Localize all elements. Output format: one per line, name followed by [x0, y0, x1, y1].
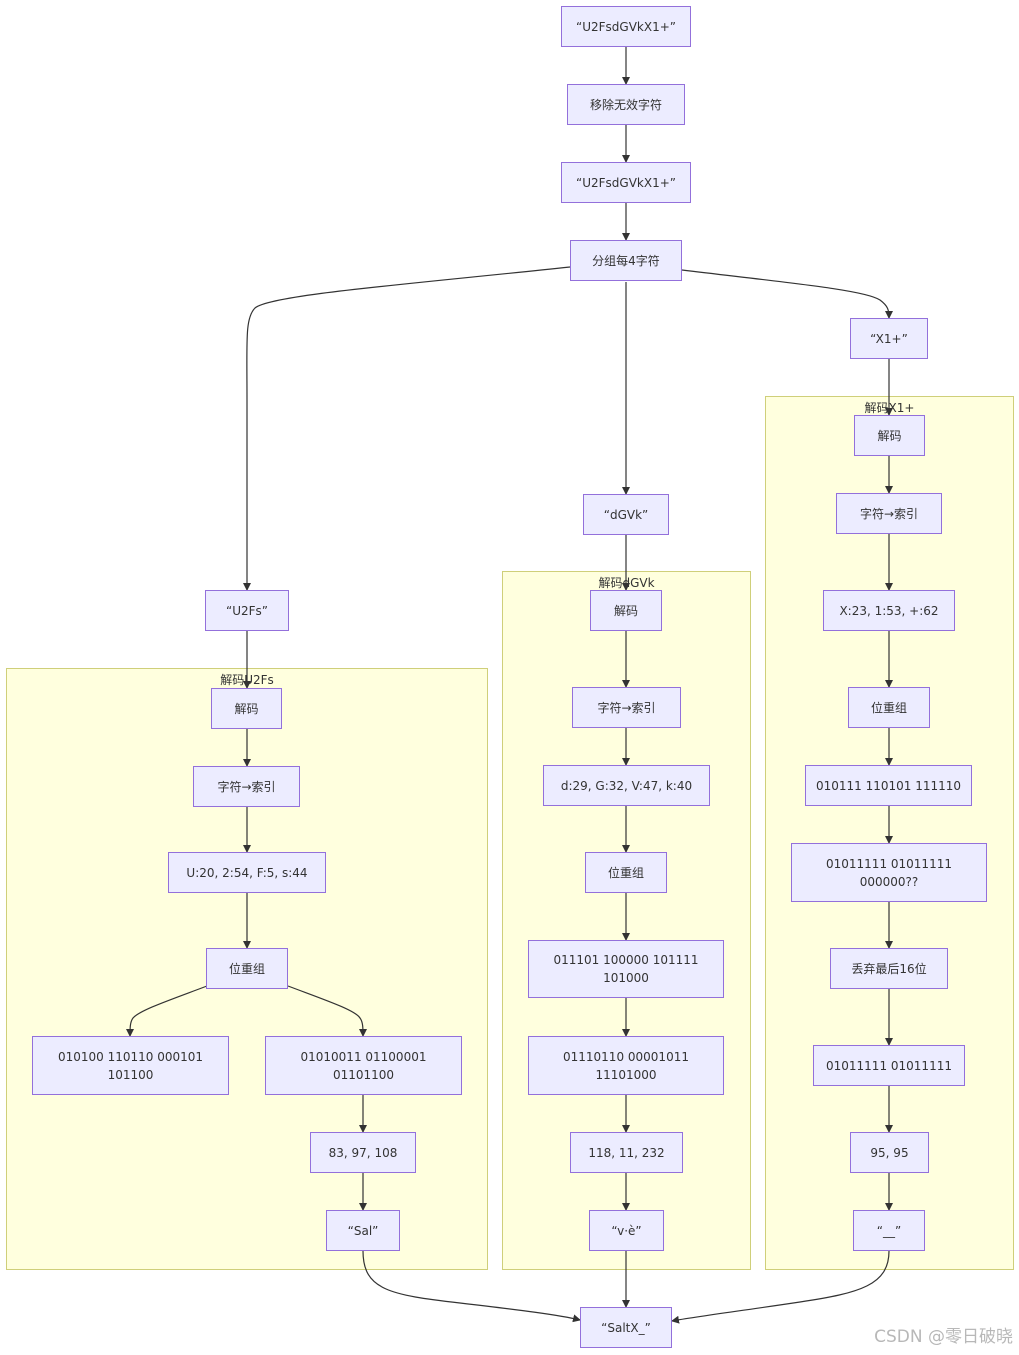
node-drop-last-16-bits: 丢弃最后16位	[830, 948, 948, 989]
node-decode: 解码	[590, 590, 662, 631]
node-index-values: U:20, 2:54, F:5, s:44	[168, 852, 326, 893]
watermark: CSDN @零日破晓	[874, 1327, 1013, 1347]
node-index-values: d:29, G:32, V:47, k:40	[543, 765, 710, 806]
node-cleaned-string: “U2FsdGVkX1+”	[561, 162, 691, 203]
node-bit-regroup: 位重组	[848, 687, 930, 728]
node-group-dgvk: “dGVk”	[583, 494, 669, 535]
node-output-underscores: “__”	[853, 1210, 925, 1251]
node-group-x1: “X1+”	[850, 318, 928, 359]
edge	[126, 985, 208, 1037]
node-decode: 解码	[211, 688, 282, 729]
edge	[671, 1250, 890, 1324]
node-char-to-index: 字符→索引	[193, 766, 300, 807]
node-input-string: “U2FsdGVkX1+”	[561, 6, 691, 47]
node-char-to-index: 字符→索引	[572, 687, 681, 728]
edge-group	[126, 47, 893, 1324]
edge	[243, 266, 571, 591]
node-bit-regroup: 位重组	[206, 948, 288, 989]
node-group-u2fs: “U2Fs”	[205, 590, 289, 631]
node-final-result: “SaltX_”	[580, 1307, 672, 1348]
node-output-sal: “Sal”	[326, 1210, 400, 1251]
node-decimal-values: 95, 95	[850, 1132, 929, 1173]
node-decimal-values: 118, 11, 232	[570, 1132, 683, 1173]
node-decimal-values: 83, 97, 108	[310, 1132, 416, 1173]
node-strip-invalid: 移除无效字符	[567, 84, 685, 125]
node-output-ve: “v·è”	[589, 1210, 664, 1251]
node-6bit-groups: 010111 110101 111110	[805, 765, 972, 806]
node-bit-regroup: 位重组	[585, 852, 667, 893]
node-decode: 解码	[854, 415, 925, 456]
edge	[287, 985, 367, 1037]
edge	[681, 269, 893, 319]
node-split-groups: 分组每4字符	[570, 240, 682, 281]
node-char-to-index: 字符→索引	[836, 493, 942, 534]
edge	[362, 1250, 581, 1323]
node-index-values: X:23, 1:53, +:62	[823, 590, 955, 631]
node-remaining-bytes: 01011111 01011111	[813, 1045, 965, 1086]
